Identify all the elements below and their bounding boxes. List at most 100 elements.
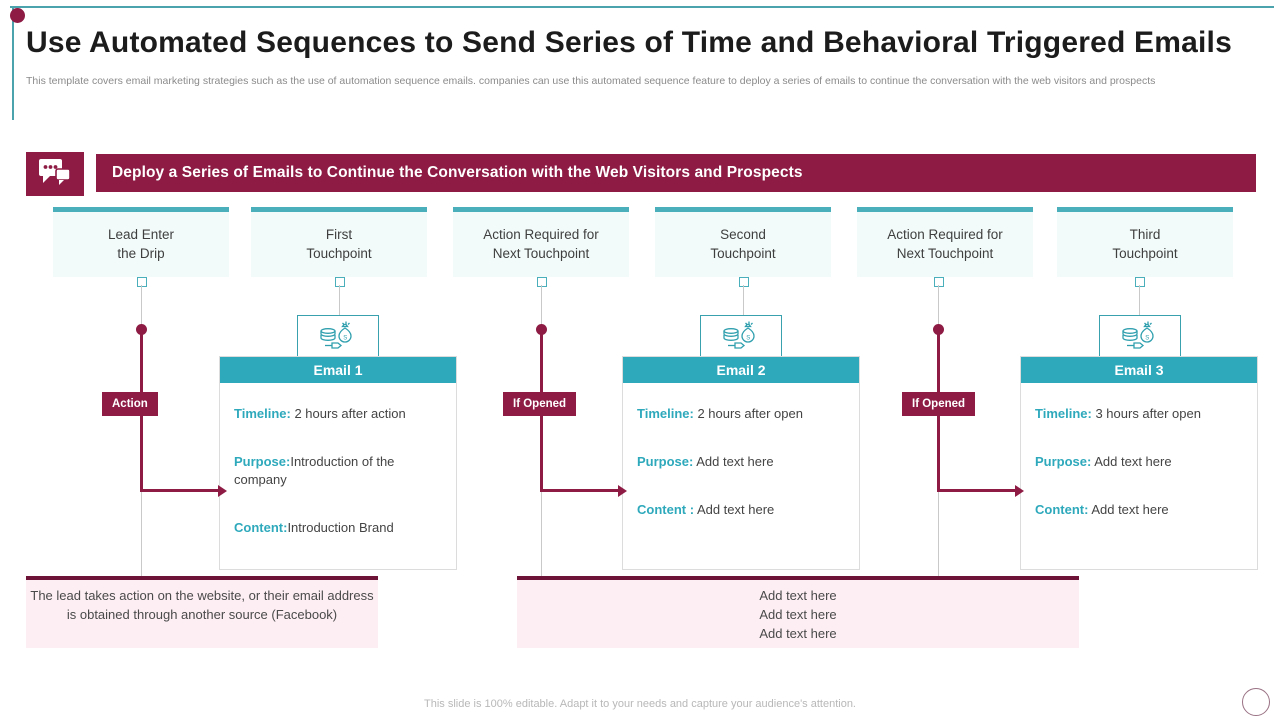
note-left: The lead takes action on the website, or… [26, 576, 378, 648]
step-connector-square [335, 277, 345, 287]
email-card-2[interactable]: Email 2 Timeline: 2 hours after open Pur… [622, 356, 860, 570]
left-accent-line [12, 8, 14, 120]
step-connector-square [934, 277, 944, 287]
step-topbar [251, 207, 427, 212]
note-right-line3: Add text here [759, 626, 837, 641]
top-accent-line [10, 6, 1274, 8]
email-icon-tile-1: S [297, 315, 379, 361]
banner: Deploy a Series of Emails to Continue th… [96, 154, 1256, 192]
note-right: Add text here Add text here Add text her… [517, 576, 1079, 648]
flow-arrowhead-2 [618, 485, 627, 497]
step-label-line1: First [325, 227, 353, 242]
svg-text:S: S [1145, 335, 1149, 341]
money-bag-coins-icon: S [718, 319, 764, 358]
step-label-line1: Action Required for [887, 227, 1003, 242]
flow-horizontal-1 [140, 489, 222, 492]
field-value: Add text here [1088, 502, 1169, 517]
step-card-action-required-next-touchpoint-2[interactable]: Action Required for Next Touchpoint [857, 207, 1033, 277]
email-card-body: Timeline: 2 hours after action Purpose:I… [220, 383, 456, 537]
flow-badge-if-opened-2[interactable]: If Opened [902, 392, 976, 416]
field-value: 2 hours after action [290, 406, 406, 421]
step-card-lead-enter-the-drip[interactable]: Lead Enter the Drip [53, 207, 229, 277]
step-label-line2: the Drip [117, 246, 165, 261]
email-card-body: Timeline: 2 hours after open Purpose: Ad… [623, 383, 859, 519]
step-topbar [655, 207, 831, 212]
step-connector-square [537, 277, 547, 287]
step-label-line1: Action Required for [483, 227, 599, 242]
step-label-line2: Next Touchpoint [492, 246, 590, 261]
field-value: Add text here [693, 454, 774, 469]
step-connector-square [739, 277, 749, 287]
email-field-timeline: Timeline: 3 hours after open [1035, 405, 1243, 423]
step-label-line1: Lead Enter [107, 227, 175, 242]
step-topbar [1057, 207, 1233, 212]
footer-circle-decoration [1242, 688, 1270, 716]
flow-arrowhead-1 [218, 485, 227, 497]
email-card-title: Email 3 [1021, 357, 1257, 383]
field-value: Introduction of the company [234, 454, 395, 487]
email-card-title: Email 2 [623, 357, 859, 383]
step-card-second-touchpoint[interactable]: Second Touchpoint [655, 207, 831, 277]
flow-badge-if-opened-1[interactable]: If Opened [503, 392, 577, 416]
step-card-first-touchpoint[interactable]: First Touchpoint [251, 207, 427, 277]
email-icon-tile-3: S [1099, 315, 1181, 361]
flow-horizontal-2 [540, 489, 622, 492]
step-connector-square [137, 277, 147, 287]
step-label-line2: Touchpoint [710, 246, 776, 261]
email-card-3[interactable]: Email 3 Timeline: 3 hours after open Pur… [1020, 356, 1258, 570]
step-connector-square [1135, 277, 1145, 287]
field-key: Purpose: [1035, 454, 1092, 469]
svg-text:S: S [343, 335, 347, 341]
note-right-line1: Add text here [759, 588, 837, 603]
page-subtitle: This template covers email marketing str… [26, 75, 1156, 87]
step-label: Action Required for Next Touchpoint [887, 221, 1003, 263]
step-label: Second Touchpoint [710, 221, 775, 263]
email-icon-tile-2: S [700, 315, 782, 361]
step-card-action-required-next-touchpoint-1[interactable]: Action Required for Next Touchpoint [453, 207, 629, 277]
flow-badge-action[interactable]: Action [102, 392, 158, 416]
flow-horizontal-3 [937, 489, 1019, 492]
email-field-content: Content:Introduction Brand [234, 519, 442, 537]
flow-arrowhead-3 [1015, 485, 1024, 497]
money-bag-coins-icon: S [315, 319, 361, 358]
field-value: 2 hours after open [693, 406, 803, 421]
money-bag-coins-icon: S [1117, 319, 1163, 358]
page-title: Use Automated Sequences to Send Series o… [26, 26, 1232, 59]
step-label: First Touchpoint [306, 221, 371, 263]
email-field-timeline: Timeline: 2 hours after action [234, 405, 442, 423]
email-field-purpose: Purpose:Introduction of the company [234, 453, 442, 489]
speech-bubble-icon [38, 158, 72, 191]
email-field-content: Content: Add text here [1035, 501, 1243, 519]
field-key: Purpose: [637, 454, 694, 469]
step-label-line2: Touchpoint [306, 246, 372, 261]
field-key: Timeline: [637, 406, 694, 421]
field-key: Content : [637, 502, 695, 517]
note-rule [517, 576, 1079, 580]
email-field-content: Content : Add text here [637, 501, 845, 519]
field-value: Introduction Brand [287, 520, 394, 535]
email-field-purpose: Purpose: Add text here [637, 453, 845, 471]
note-right-line2: Add text here [759, 607, 837, 622]
banner-title: Deploy a Series of Emails to Continue th… [112, 164, 803, 181]
field-key: Content: [234, 520, 288, 535]
footer-note: This slide is 100% editable. Adapt it to… [424, 698, 856, 710]
email-card-body: Timeline: 3 hours after open Purpose: Ad… [1021, 383, 1257, 519]
step-topbar [857, 207, 1033, 212]
step-label: Action Required for Next Touchpoint [483, 221, 599, 263]
step-label-line2: Next Touchpoint [896, 246, 994, 261]
step-label-line1: Third [1129, 227, 1161, 242]
step-label: Lead Enter the Drip [108, 221, 174, 263]
step-label-line2: Touchpoint [1112, 246, 1178, 261]
note-rule [26, 576, 378, 580]
step-label-line1: Second [720, 227, 766, 242]
banner-icon-tile [26, 152, 84, 196]
note-left-text: The lead takes action on the website, or… [30, 588, 374, 622]
step-topbar [453, 207, 629, 212]
email-field-purpose: Purpose: Add text here [1035, 453, 1243, 471]
field-value: Add text here [1091, 454, 1172, 469]
field-key: Content: [1035, 502, 1089, 517]
email-card-1[interactable]: Email 1 Timeline: 2 hours after action P… [219, 356, 457, 570]
field-key: Purpose: [234, 454, 291, 469]
step-card-third-touchpoint[interactable]: Third Touchpoint [1057, 207, 1233, 277]
